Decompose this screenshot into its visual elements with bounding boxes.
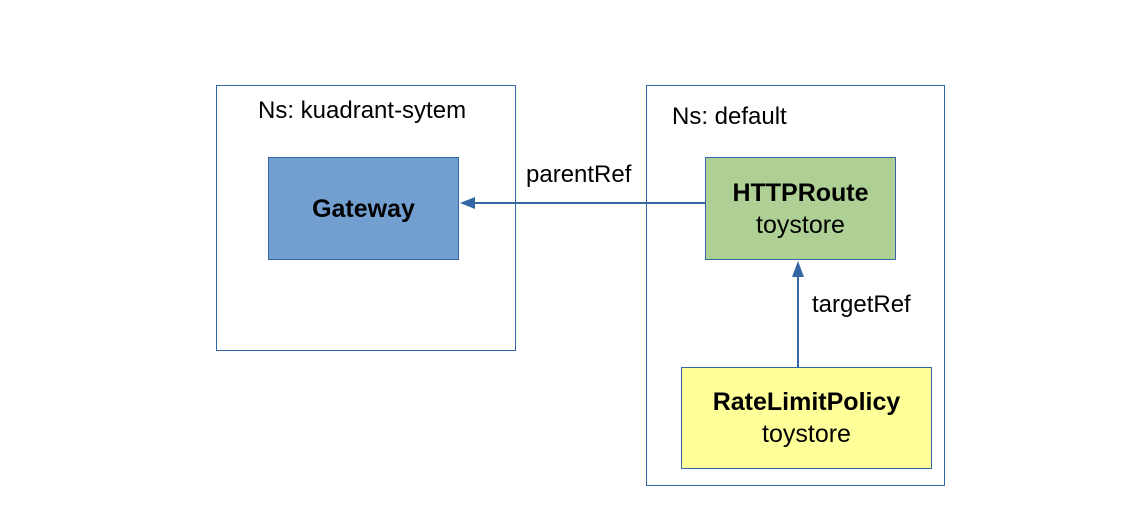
targetref-edge-label: targetRef bbox=[812, 291, 911, 318]
namespace-label-kuadrant-system: Ns: kuadrant-sytem bbox=[258, 97, 467, 124]
httproute-node: HTTPRoute toystore bbox=[705, 157, 896, 260]
ratelimitpolicy-node: RateLimitPolicy toystore bbox=[681, 367, 932, 469]
parentref-edge-label: parentRef bbox=[526, 161, 632, 188]
gateway-kind-label: Gateway bbox=[312, 194, 415, 223]
ratelimitpolicy-name-label: toystore bbox=[762, 420, 851, 448]
gateway-node: Gateway bbox=[268, 157, 459, 260]
httproute-kind-label: HTTPRoute bbox=[732, 178, 869, 207]
namespace-label-default: Ns: default bbox=[672, 103, 787, 130]
ratelimitpolicy-kind-label: RateLimitPolicy bbox=[712, 388, 901, 416]
httproute-name-label: toystore bbox=[756, 210, 845, 239]
